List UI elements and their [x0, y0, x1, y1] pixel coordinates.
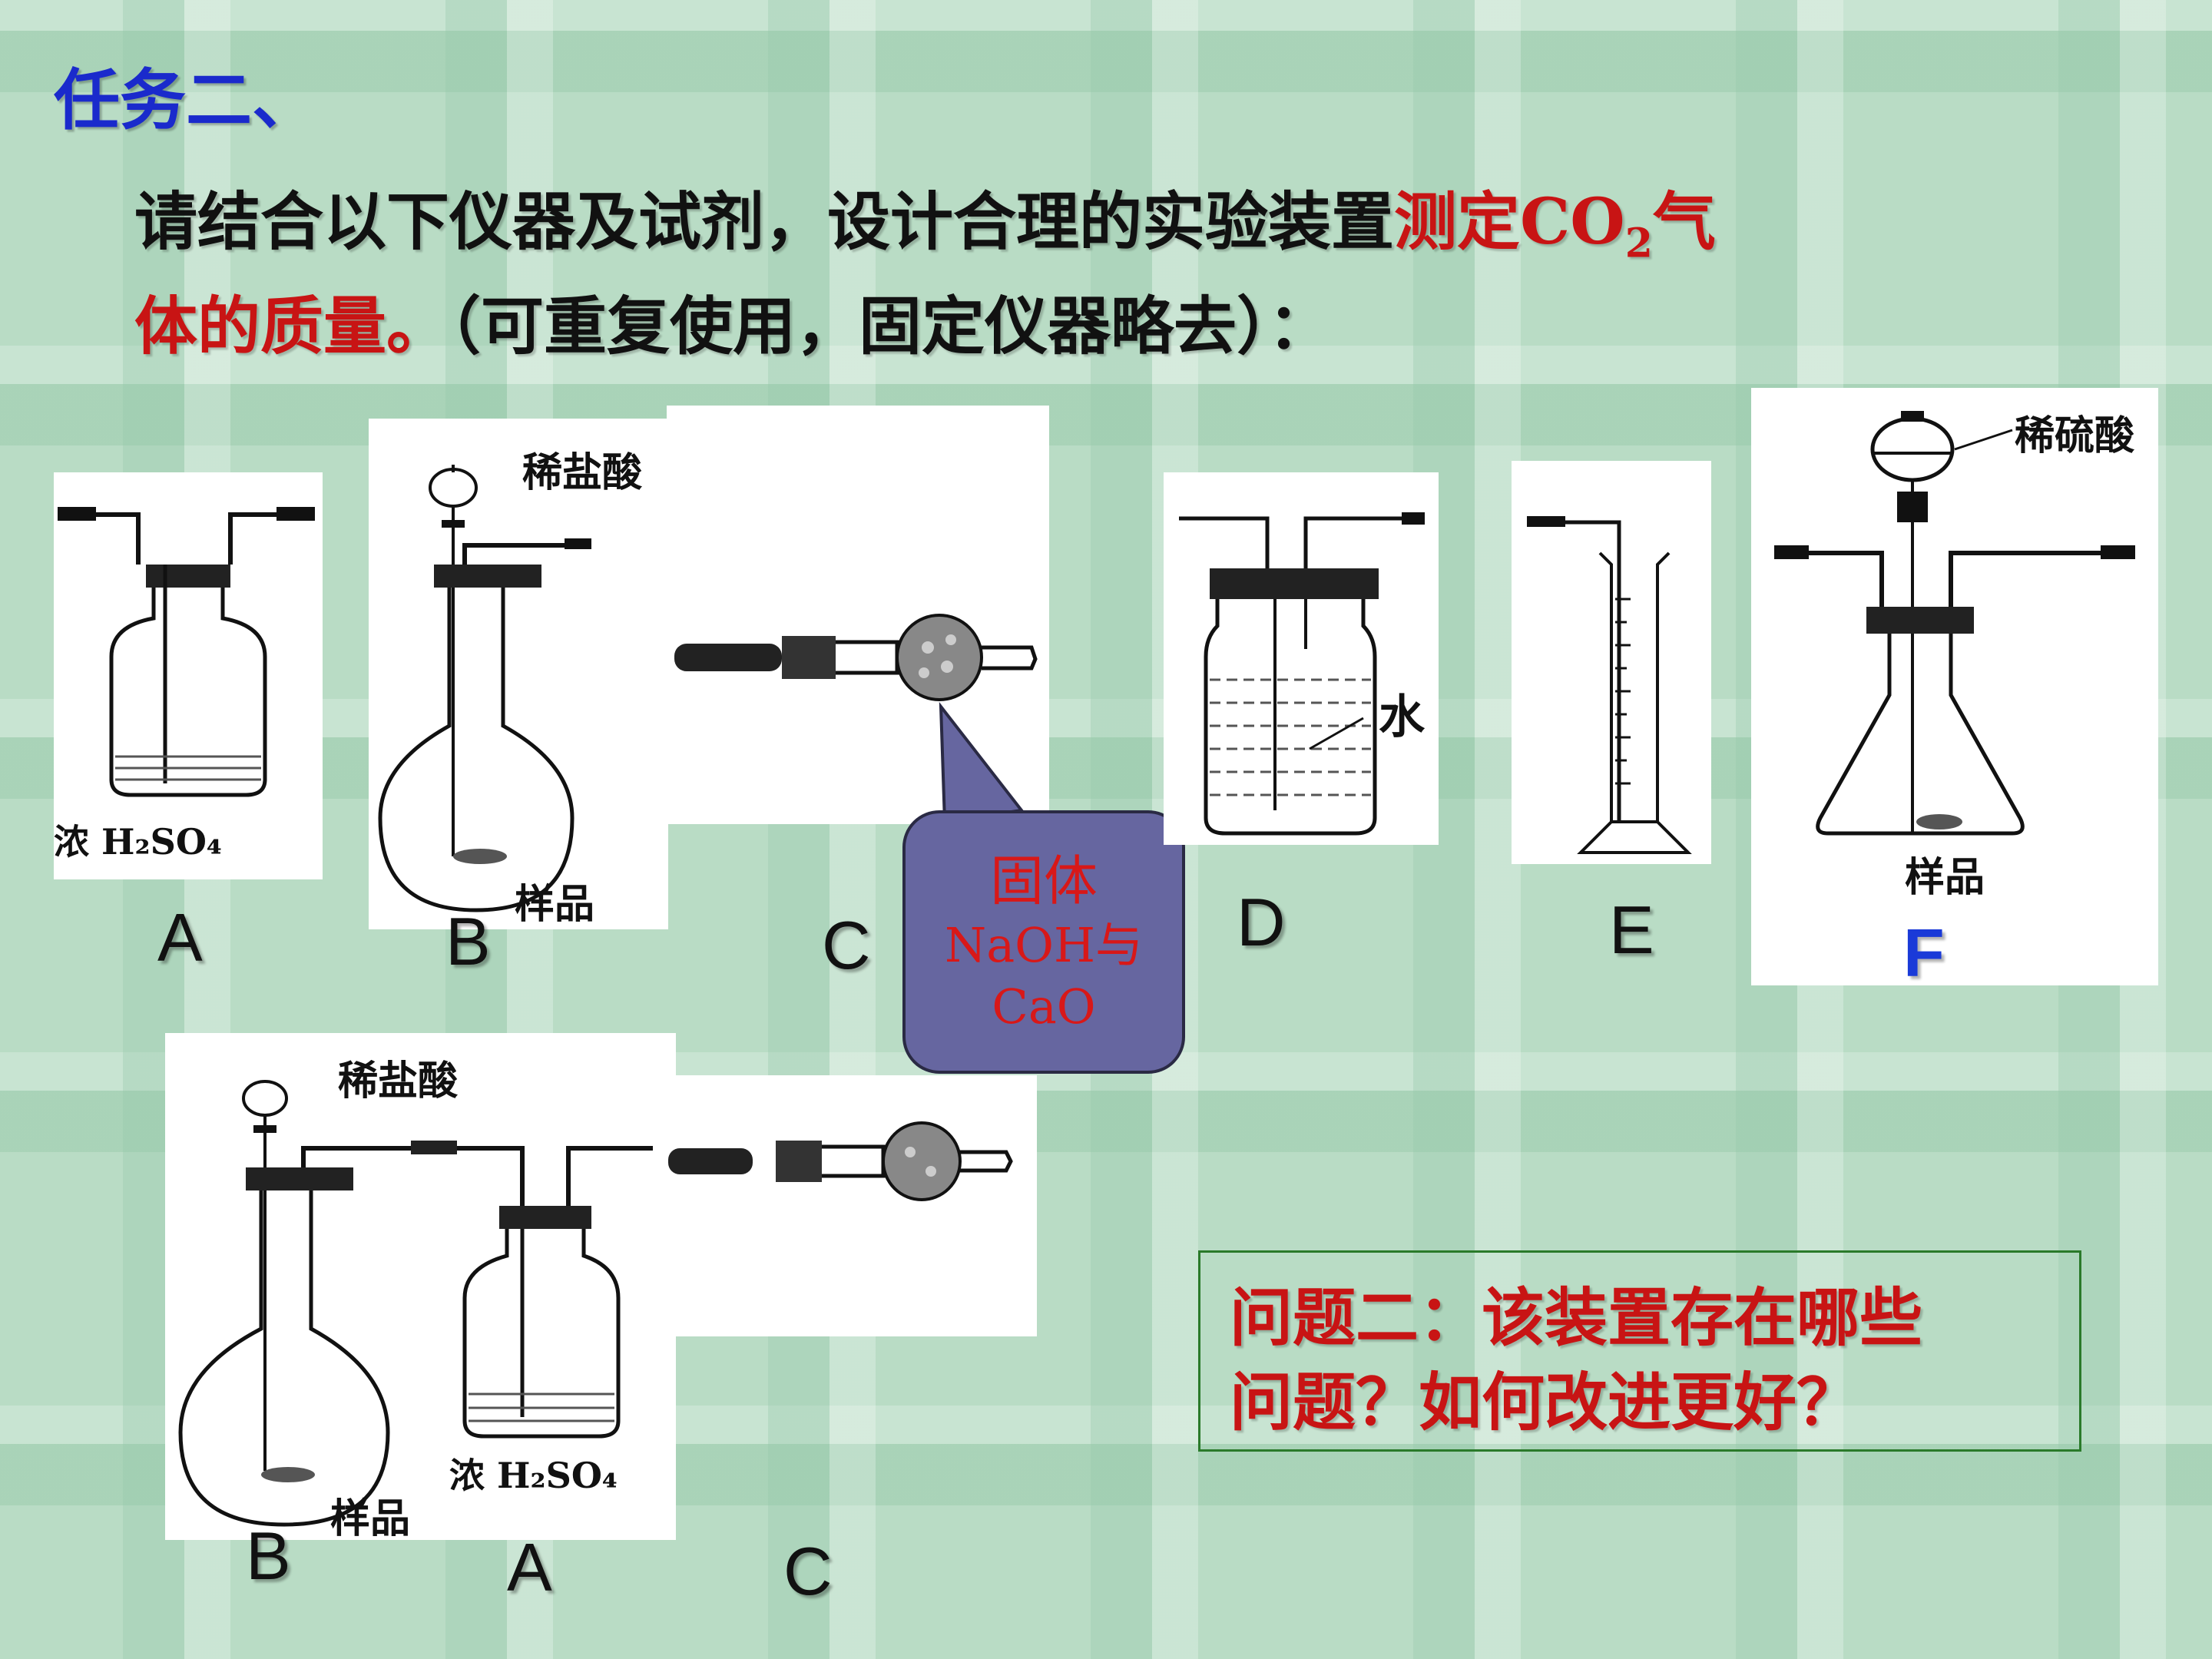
water-bottle-icon	[1179, 512, 1425, 836]
label-b: B	[445, 903, 491, 979]
conc-h2so4-label: 浓 H₂SO₄	[54, 821, 223, 863]
apparatus-f-panel: 稀硫酸 样品	[1751, 388, 2158, 985]
bubble-line1: 固体	[990, 849, 1098, 912]
assembled-setup-icon	[178, 1080, 676, 1527]
label-c: C	[822, 907, 871, 983]
setup-drying-tube-icon	[668, 1121, 1013, 1201]
setup-conc-label: 浓 H₂SO₄	[449, 1455, 618, 1496]
callout-bubble: 固体 NaOH与 CaO	[902, 810, 1185, 1074]
dilute-hcl-label: 稀盐酸	[522, 449, 643, 496]
water-label: 水	[1379, 690, 1425, 744]
apparatus-c-panel	[667, 406, 1049, 824]
question-part1: 请结合以下仪器及试剂，设计合理的实验装置	[134, 185, 1395, 259]
problem-line2: 问题？如何改进更好？	[1230, 1366, 1860, 1439]
setup-flask-bottle-panel: 稀盐酸 浓 H₂SO₄ 样品	[165, 1033, 676, 1542]
label-a: A	[157, 899, 203, 975]
question-highlight: 测定CO	[1394, 185, 1625, 259]
dilute-h2so4-label: 稀硫酸	[2015, 412, 2135, 459]
apparatus-e-panel	[1512, 461, 1711, 864]
setup-sample-label: 样品	[330, 1495, 411, 1542]
graduated-cylinder-icon	[1527, 516, 1692, 854]
setup-drying-tube-panel	[653, 1075, 1037, 1336]
slide-title: 任务二、	[54, 62, 318, 139]
question-part2: （可重复使用，固定仪器略去）：	[449, 290, 1332, 364]
sample-label-f: 样品	[1905, 854, 1985, 901]
problem-box: 问题二：该装置存在哪些 问题？如何改进更好？	[1198, 1250, 2081, 1452]
setup-hcl-label: 稀盐酸	[338, 1058, 459, 1104]
question-subscript: 2	[1624, 220, 1653, 267]
sample-label-b: 样品	[515, 881, 595, 928]
problem-line1: 问题二：该装置存在哪些	[1230, 1281, 1923, 1355]
question-highlight-2: 气	[1652, 185, 1716, 259]
conical-flask-icon	[1774, 411, 2135, 836]
question-highlight-3: 体的质量。	[134, 290, 450, 364]
setup-label-c: C	[783, 1533, 833, 1609]
label-e: E	[1609, 892, 1654, 968]
gas-washing-bottle-icon	[58, 507, 315, 797]
apparatus-a-panel: 浓 H₂SO₄	[54, 472, 323, 879]
bubble-line3: CaO	[992, 978, 1096, 1035]
label-d: D	[1237, 884, 1286, 960]
bubble-line2: NaOH与	[944, 916, 1144, 973]
apparatus-b-panel: 稀盐酸 样品	[369, 419, 668, 929]
label-f: F	[1903, 915, 1945, 991]
apparatus-d-panel: 水	[1164, 472, 1439, 845]
setup-label-a: A	[507, 1529, 552, 1605]
question-text: 请结合以下仪器及试剂，设计合理的实验装置测定CO2气 体的质量。（可重复使用，固…	[134, 180, 1978, 368]
drying-tube-icon	[674, 614, 1038, 701]
setup-label-b: B	[246, 1518, 291, 1594]
flask-with-funnel-icon	[378, 465, 591, 912]
